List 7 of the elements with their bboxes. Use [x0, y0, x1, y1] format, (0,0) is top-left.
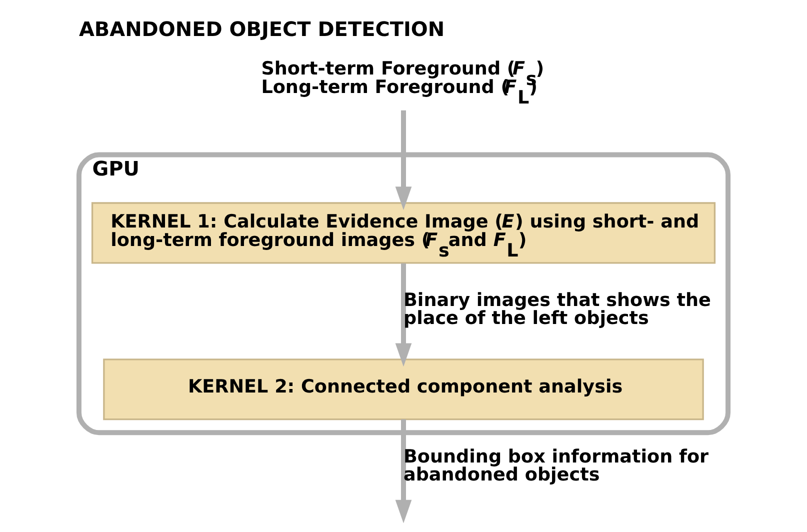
edge-label: Binary images that shows the place of the left objects	[404, 290, 711, 330]
node-box: KERNEL 2: Connected component analysis	[103, 358, 704, 420]
edge-label: Bounding box information for abandoned objects	[404, 446, 709, 486]
arrow	[395, 110, 412, 210]
diagram-title: ABANDONED OBJECT DETECTION	[78, 16, 445, 41]
arrow	[395, 263, 412, 367]
arrow	[395, 419, 412, 524]
